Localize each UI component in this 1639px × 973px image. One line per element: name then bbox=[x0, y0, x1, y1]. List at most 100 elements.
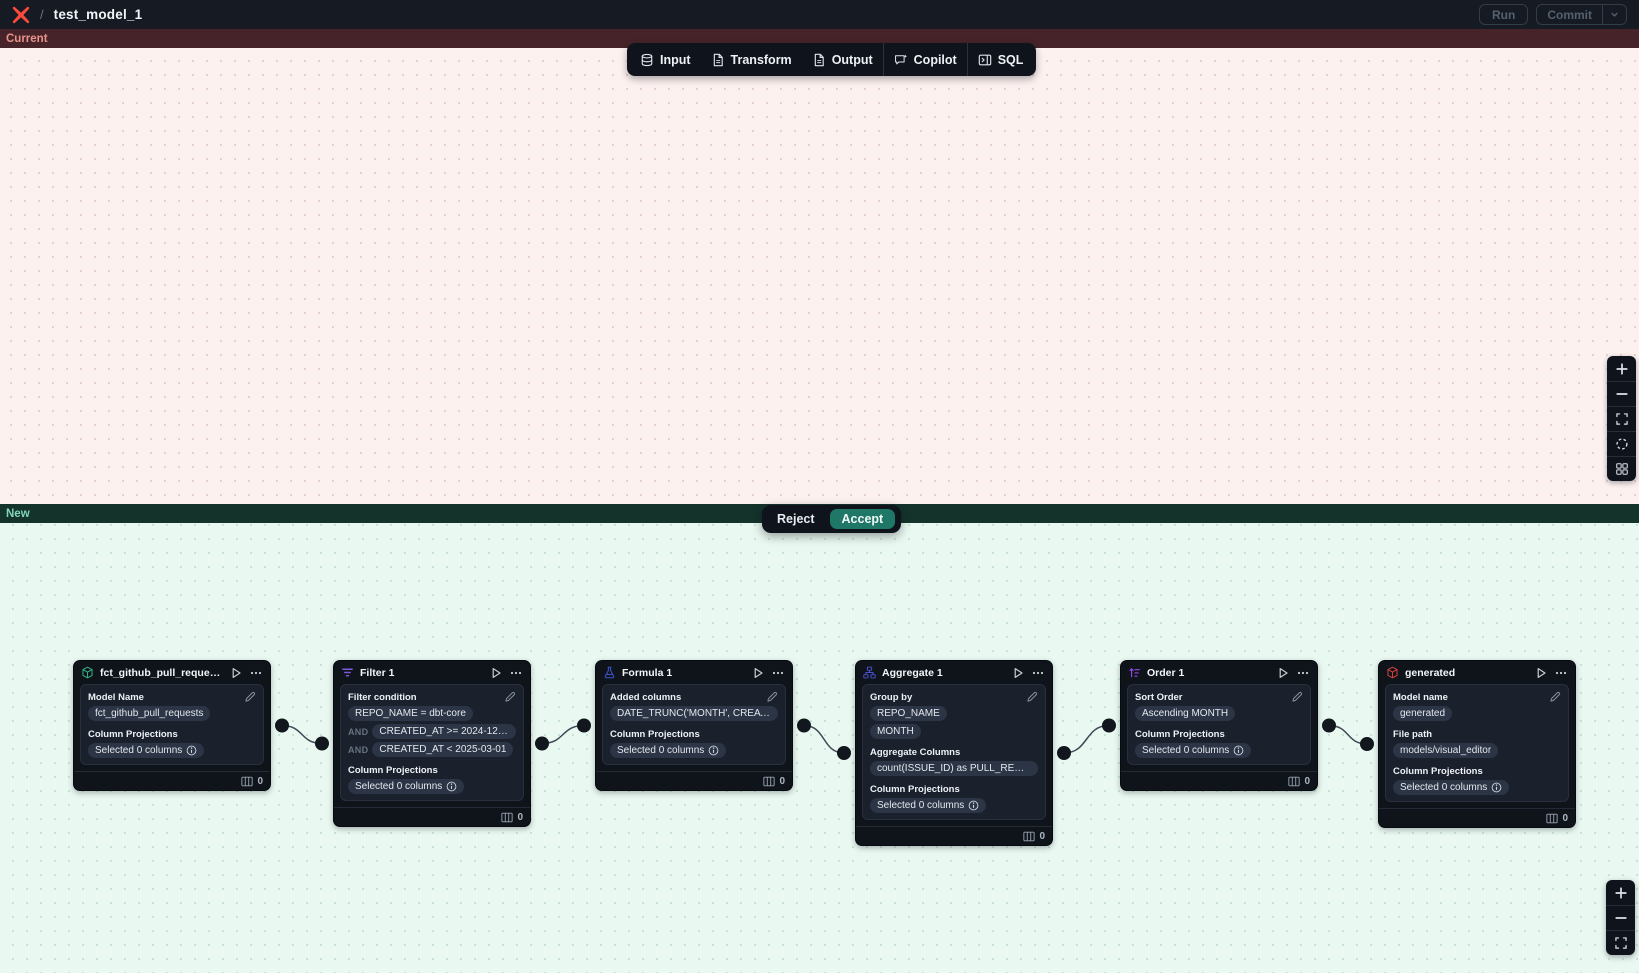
zoom-in-button[interactable] bbox=[1606, 880, 1635, 905]
node-header[interactable]: Filter 1 bbox=[334, 661, 530, 684]
dbt-logo-icon[interactable] bbox=[12, 6, 30, 24]
node-header[interactable]: generated bbox=[1379, 661, 1575, 684]
value-pill[interactable]: CREATED_AT >= 2024-12-01 bbox=[372, 724, 516, 739]
edit-pencil-icon[interactable] bbox=[1549, 691, 1561, 703]
edge-source-handle[interactable] bbox=[1322, 718, 1336, 733]
value-pill[interactable]: MONTH bbox=[870, 724, 921, 739]
zoom-out-button[interactable] bbox=[1607, 381, 1636, 406]
value-pill[interactable]: fct_github_pull_requests bbox=[88, 706, 211, 721]
columns-icon bbox=[241, 776, 254, 787]
edge-source-handle[interactable] bbox=[797, 718, 811, 733]
node-footer: 0 bbox=[1379, 808, 1575, 827]
accept-button[interactable]: Accept bbox=[829, 509, 896, 529]
edge-source-handle[interactable] bbox=[535, 736, 549, 751]
value-pill[interactable]: count(ISSUE_ID) as PULL_REQUEST_… bbox=[870, 761, 1038, 776]
edit-pencil-icon[interactable] bbox=[244, 691, 256, 703]
edge-source-handle[interactable] bbox=[1057, 746, 1071, 760]
value-pill[interactable]: Selected 0 columns bbox=[1393, 780, 1510, 795]
node-title: generated bbox=[1405, 666, 1456, 679]
tiles-button[interactable] bbox=[1607, 456, 1636, 481]
edit-pencil-icon[interactable] bbox=[1026, 691, 1038, 703]
info-icon[interactable] bbox=[968, 800, 979, 811]
row-count: 0 bbox=[1304, 775, 1310, 787]
info-icon[interactable] bbox=[708, 745, 719, 756]
edge-target-handle[interactable] bbox=[1102, 718, 1116, 733]
edge-target-handle[interactable] bbox=[577, 718, 591, 733]
node-header[interactable]: fct_github_pull_requests bbox=[74, 661, 270, 684]
edit-pencil-icon[interactable] bbox=[766, 691, 778, 703]
play-icon[interactable] bbox=[1534, 666, 1548, 680]
more-icon[interactable] bbox=[771, 666, 785, 680]
node-toolbar: Input Transform Output Copilot SQL bbox=[627, 43, 1037, 76]
more-icon[interactable] bbox=[509, 666, 523, 680]
commit-button[interactable]: Commit bbox=[1537, 5, 1602, 24]
toolbar-input-button[interactable]: Input bbox=[630, 43, 701, 76]
more-icon[interactable] bbox=[1031, 666, 1045, 680]
node-header[interactable]: Formula 1 bbox=[596, 661, 792, 684]
info-icon[interactable] bbox=[1233, 745, 1244, 756]
commit-dropdown[interactable] bbox=[1602, 5, 1626, 24]
more-icon[interactable] bbox=[249, 666, 263, 680]
play-icon[interactable] bbox=[751, 666, 765, 680]
play-icon[interactable] bbox=[489, 666, 503, 680]
value-pill[interactable]: DATE_TRUNC('MONTH', CREATED_AT… bbox=[610, 706, 778, 721]
zoom-out-button[interactable] bbox=[1606, 905, 1635, 930]
run-button[interactable]: Run bbox=[1479, 4, 1529, 25]
value-pill[interactable]: Selected 0 columns bbox=[348, 779, 465, 794]
edge-target-handle[interactable] bbox=[1360, 737, 1374, 751]
more-icon[interactable] bbox=[1296, 666, 1310, 680]
columns-icon bbox=[1023, 831, 1036, 842]
play-icon[interactable] bbox=[1011, 666, 1025, 680]
cube-icon bbox=[81, 666, 94, 679]
toolbar-output-button[interactable]: Output bbox=[802, 43, 883, 76]
play-icon[interactable] bbox=[1276, 666, 1290, 680]
value-pill[interactable]: REPO_NAME = dbt-core bbox=[348, 706, 473, 721]
info-icon[interactable] bbox=[186, 745, 197, 756]
value-pill[interactable]: REPO_NAME bbox=[870, 706, 947, 721]
fit-view-button[interactable] bbox=[1607, 406, 1636, 431]
toolbar-transform-button[interactable]: Transform bbox=[701, 43, 802, 76]
focus-button[interactable] bbox=[1607, 431, 1636, 456]
focus-icon bbox=[1615, 437, 1629, 451]
value-pill[interactable]: Ascending MONTH bbox=[1135, 706, 1236, 721]
current-canvas-controls bbox=[1607, 356, 1636, 481]
edit-pencil-icon[interactable] bbox=[504, 691, 516, 703]
section-label: Column Projections bbox=[348, 765, 438, 776]
node-header[interactable]: Aggregate 1 bbox=[856, 661, 1052, 684]
toolbar-sql-button[interactable]: SQL bbox=[968, 43, 1034, 76]
reject-button[interactable]: Reject bbox=[768, 509, 824, 529]
value-pill[interactable]: CREATED_AT < 2025-03-01 bbox=[372, 742, 514, 757]
edge-target-handle[interactable] bbox=[837, 746, 851, 760]
edit-pencil-icon[interactable] bbox=[1291, 691, 1303, 703]
value-pill[interactable]: Selected 0 columns bbox=[610, 743, 727, 758]
zoom-in-button[interactable] bbox=[1607, 356, 1636, 381]
value-pill[interactable]: Selected 0 columns bbox=[870, 798, 987, 813]
info-icon[interactable] bbox=[446, 781, 457, 792]
toolbar-copilot-button[interactable]: Copilot bbox=[884, 43, 967, 76]
value-pill[interactable]: Selected 0 columns bbox=[1135, 743, 1252, 758]
current-canvas[interactable] bbox=[0, 48, 1639, 504]
more-icon[interactable] bbox=[1554, 666, 1568, 680]
fit-view-button[interactable] bbox=[1606, 930, 1635, 955]
edge-target-handle[interactable] bbox=[315, 736, 329, 751]
node-header[interactable]: Order 1 bbox=[1121, 661, 1317, 684]
value-pill[interactable]: Selected 0 columns bbox=[88, 743, 205, 758]
edge-source-handle[interactable] bbox=[275, 718, 289, 733]
value-pill[interactable]: generated bbox=[1393, 706, 1453, 721]
info-icon[interactable] bbox=[1491, 782, 1502, 793]
value-pill[interactable]: models/visual_editor bbox=[1393, 743, 1499, 758]
play-icon[interactable] bbox=[229, 666, 243, 680]
section-label: Sort Order bbox=[1135, 691, 1183, 703]
config-row: count(ISSUE_ID) as PULL_REQUEST_… bbox=[870, 761, 1038, 776]
